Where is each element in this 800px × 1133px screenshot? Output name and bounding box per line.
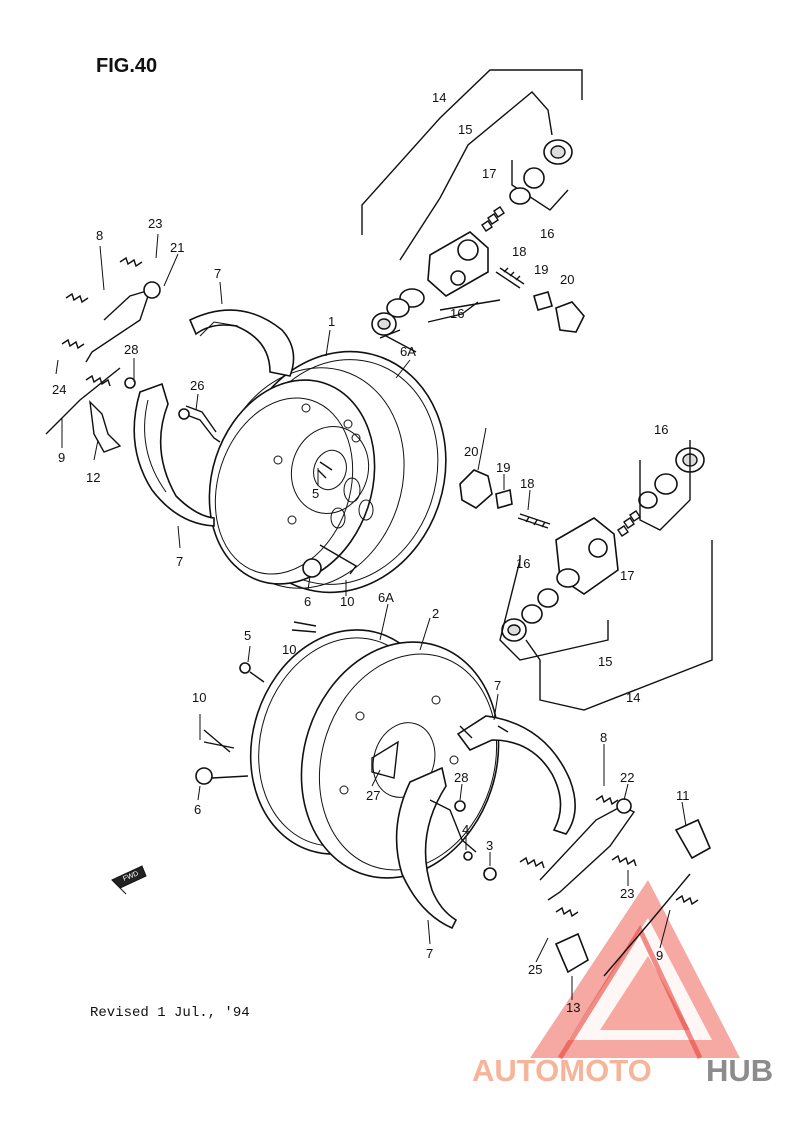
- callout-3: 3: [486, 838, 493, 853]
- callout-15-lower: 15: [598, 654, 612, 669]
- callout-28-upper: 28: [124, 342, 138, 357]
- callout-6A-upper: 6A: [400, 344, 416, 359]
- fwd-arrow-icon: FWD: [111, 865, 147, 895]
- callout-5-lower: 5: [244, 628, 251, 643]
- callout-23-upper: 23: [148, 216, 162, 231]
- callout-11: 11: [676, 788, 690, 803]
- watermark-logo: [530, 880, 740, 1060]
- callout-6A-lower: 6A: [378, 590, 394, 605]
- callout-28-lower: 28: [454, 770, 468, 785]
- callout-10-lower-a: 10: [282, 642, 296, 657]
- callout-19-lower: 19: [496, 460, 510, 475]
- callout-17-upper: 17: [482, 166, 496, 181]
- callout-22: 22: [620, 770, 634, 785]
- upper-brake-shoes: [45, 256, 295, 527]
- callout-13: 13: [566, 1000, 580, 1015]
- callout-16-lower-top: 16: [654, 422, 668, 437]
- callout-24: 24: [52, 382, 66, 397]
- leader-lines: [55, 233, 687, 1000]
- callout-16-lower-left: 16: [516, 556, 530, 571]
- figure-title: FIG.40: [96, 55, 157, 77]
- callout-10-lower-b: 10: [192, 690, 206, 705]
- callout-7-lower-right: 7: [494, 678, 501, 693]
- watermark-text-automoto: AUTOMOTO: [472, 1053, 652, 1088]
- callout-9-upper: 9: [58, 450, 65, 465]
- callout-8-lower: 8: [600, 730, 607, 745]
- watermark-text-hub: HUB: [706, 1053, 773, 1088]
- callout-15-upper: 15: [458, 122, 472, 137]
- callout-10-upper: 10: [340, 594, 354, 609]
- callout-6-lower: 6: [194, 802, 201, 817]
- callout-labels: 14 15 17 16 18 19 20 16 1 6A 8 23 21 7 2…: [52, 90, 690, 1015]
- callout-9-lower: 9: [656, 948, 663, 963]
- upper-wheel-cylinder: [361, 69, 585, 339]
- callout-14-upper: 14: [432, 90, 446, 105]
- callout-18-lower: 18: [520, 476, 534, 491]
- lower-wheel-cylinder: [459, 440, 713, 711]
- callout-12: 12: [86, 470, 100, 485]
- callout-7-upper-bottom: 7: [176, 554, 183, 569]
- callout-2: 2: [432, 606, 439, 621]
- callout-23-lower: 23: [620, 886, 634, 901]
- callout-7-upper-top: 7: [214, 266, 221, 281]
- callout-4: 4: [462, 822, 469, 837]
- watermark-wordmark: AUTOMOTO HUB: [472, 1053, 773, 1088]
- upper-brake-drum: [208, 335, 447, 594]
- callout-21: 21: [170, 240, 184, 255]
- callout-19-upper: 19: [534, 262, 548, 277]
- callout-16-upper-right: 16: [540, 226, 554, 241]
- callout-26: 26: [190, 378, 204, 393]
- callout-7-lower-bottom: 7: [426, 946, 433, 961]
- callout-17-lower: 17: [620, 568, 634, 583]
- callout-5-upper: 5: [312, 486, 319, 501]
- lower-brake-shoes: [395, 715, 712, 977]
- callout-27: 27: [366, 788, 380, 803]
- callout-8-upper: 8: [96, 228, 103, 243]
- callout-14-lower: 14: [626, 690, 640, 705]
- revision-note: Revised 1 Jul., '94: [90, 1005, 250, 1021]
- lower-brake-drum: [195, 621, 500, 879]
- callout-20-lower: 20: [464, 444, 478, 459]
- callout-16-upper-left: 16: [450, 306, 464, 321]
- callout-1: 1: [328, 314, 335, 329]
- callout-25: 25: [528, 962, 542, 977]
- callout-20-upper: 20: [560, 272, 574, 287]
- callout-6-upper: 6: [304, 594, 311, 609]
- callout-18-upper: 18: [512, 244, 526, 259]
